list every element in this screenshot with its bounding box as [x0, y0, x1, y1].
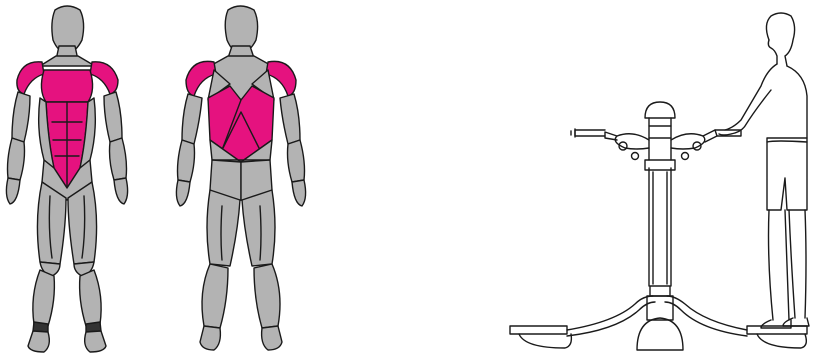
front-right-deltoid	[90, 62, 118, 94]
anatomy-back-icon	[170, 0, 315, 356]
anatomy-front-figure	[0, 0, 135, 356]
equipment-illustration	[505, 0, 817, 356]
outdoor-fitness-machine-icon	[505, 0, 817, 356]
anatomy-front-icon	[0, 0, 135, 356]
anatomy-back-figure	[170, 0, 315, 356]
front-left-deltoid	[17, 62, 44, 94]
front-pectorals	[41, 70, 92, 102]
